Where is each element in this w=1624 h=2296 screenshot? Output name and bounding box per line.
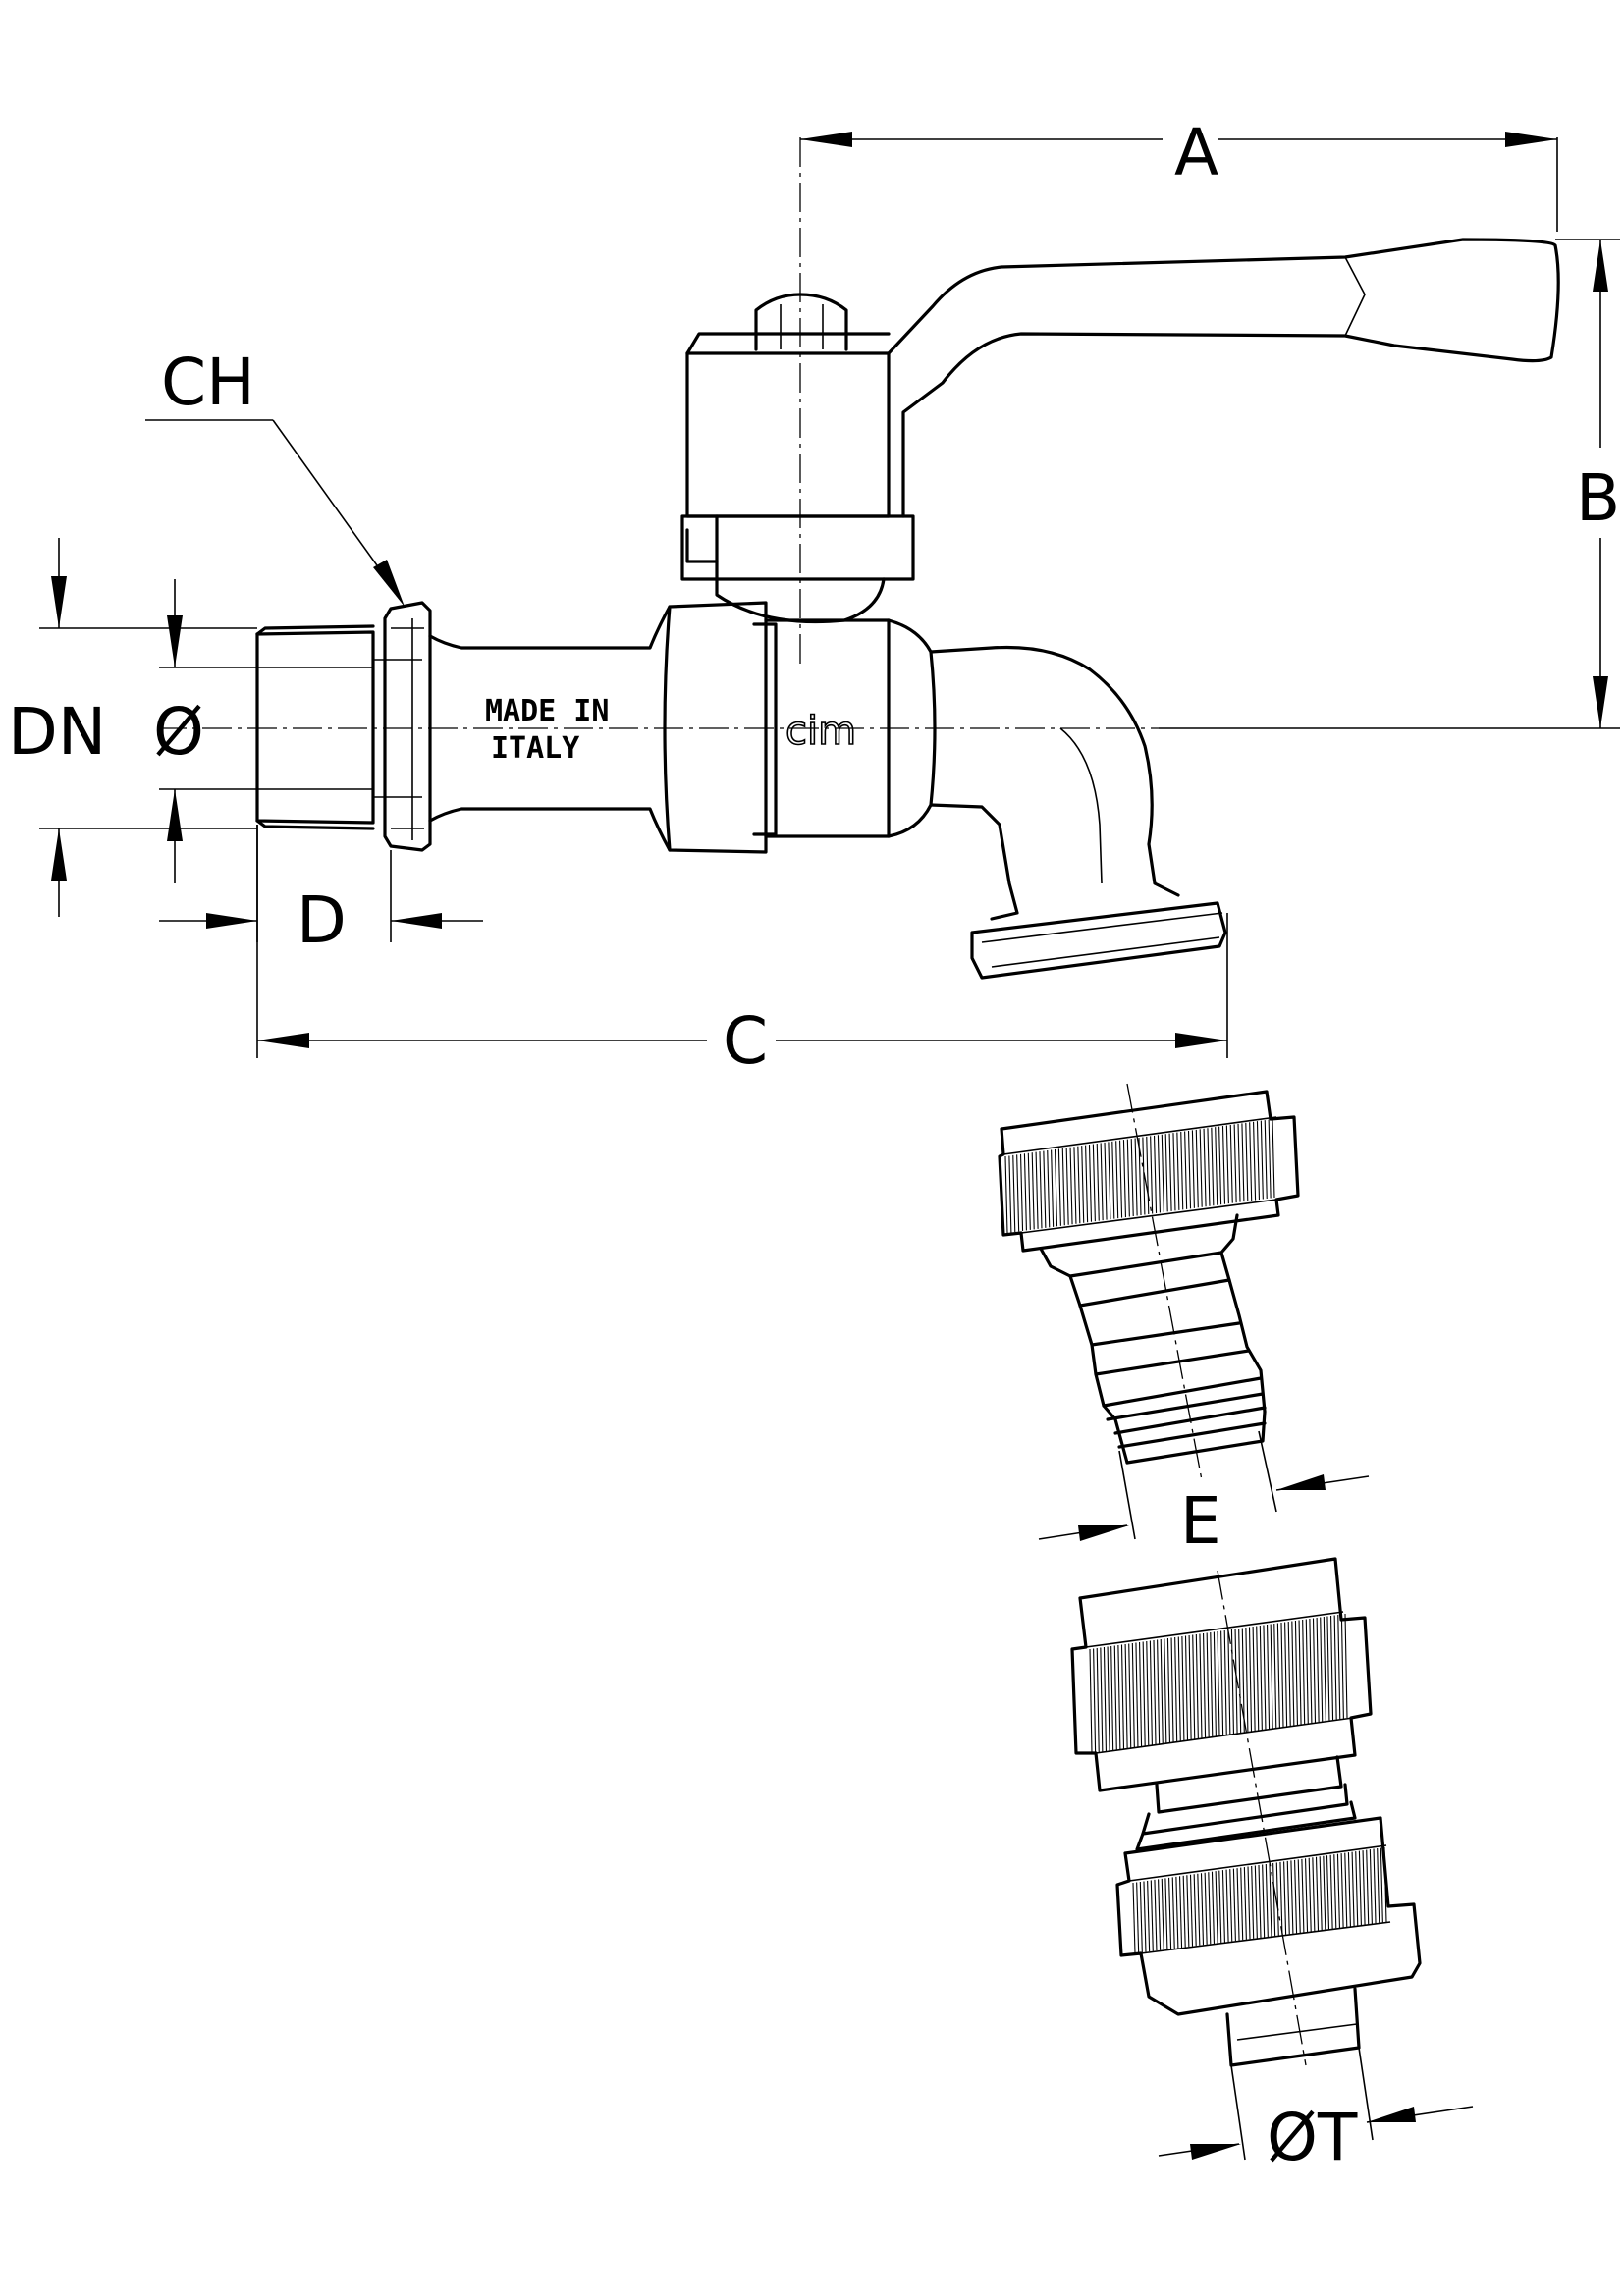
dimension-lines: A B C D bbox=[8, 115, 1620, 1079]
valve-body bbox=[663, 601, 937, 854]
lever-handle bbox=[887, 238, 1560, 518]
dimension-CH: CH bbox=[145, 345, 405, 607]
brand-logo: cim bbox=[785, 709, 856, 754]
label-diameter-T: ØT bbox=[1267, 2100, 1358, 2175]
label-A: A bbox=[1174, 115, 1218, 190]
quick-connector-male bbox=[998, 1083, 1300, 1481]
dimension-E: E bbox=[1038, 1430, 1370, 1559]
threaded-inlet bbox=[255, 624, 422, 830]
valve-neck bbox=[428, 605, 672, 852]
dimension-diameter-T: ØT bbox=[1158, 2047, 1474, 2175]
quick-connector-female bbox=[1070, 1557, 1422, 2067]
label-E: E bbox=[1180, 1483, 1221, 1559]
stamp-line-2: ITALY bbox=[491, 731, 579, 766]
ball-valve-tap: MADE IN ITALY cim bbox=[157, 137, 1560, 980]
dimension-C: C bbox=[256, 825, 1228, 1079]
stamp-line-1: MADE IN bbox=[485, 694, 609, 728]
spout bbox=[929, 645, 1227, 980]
knurl-pattern-middle bbox=[1089, 1613, 1348, 1754]
dimension-DN: DN bbox=[8, 538, 257, 917]
bonnet bbox=[680, 332, 915, 624]
label-CH: CH bbox=[161, 345, 255, 420]
dimension-B: B bbox=[1159, 239, 1620, 729]
label-D: D bbox=[297, 882, 347, 958]
dimension-A: A bbox=[800, 115, 1558, 232]
label-B: B bbox=[1576, 460, 1620, 536]
label-DN: DN bbox=[8, 694, 106, 770]
label-C: C bbox=[723, 1003, 768, 1079]
knurl-pattern-bottom bbox=[1132, 1846, 1387, 1954]
knurl-pattern-top bbox=[1004, 1118, 1275, 1234]
dimension-diameter: Ø bbox=[153, 579, 275, 883]
label-diameter: Ø bbox=[153, 694, 204, 770]
top-nut bbox=[754, 293, 848, 351]
dimension-D: D bbox=[159, 825, 483, 958]
hex-collar bbox=[383, 601, 432, 852]
